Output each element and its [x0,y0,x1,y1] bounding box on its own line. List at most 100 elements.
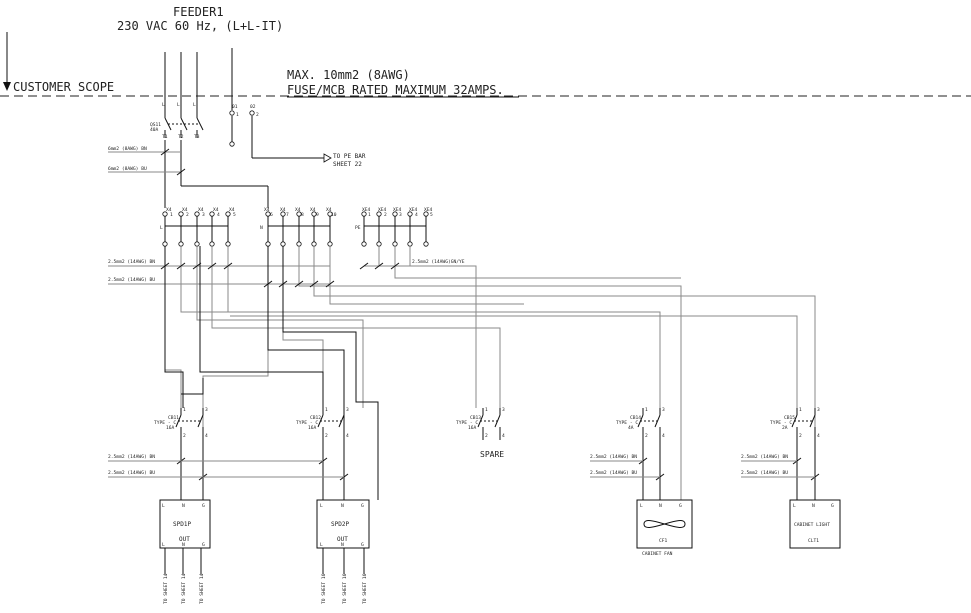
l-terminal-id: X4 [213,207,219,213]
breaker-pin-in: 1 [325,407,328,413]
n-terminal-num: 8 [301,212,304,218]
pe-block-num: 5 [430,212,433,218]
supply-label: 230 VAC 60 Hz, (L+L-IT) [117,19,283,33]
feeder-section: L L L QS11 40A T1 T2 T3 01 02 1 2 [108,48,366,208]
l-terminal-num: 1 [170,212,173,218]
scope-label: CUSTOMER SCOPE [13,80,114,94]
fuse-rating-note: FUSE/MCB RATED MAXIMUM 32AMPS. [287,83,504,97]
breaker-pin-in: 1 [183,407,186,413]
n-terminal-num: 10 [331,212,337,218]
breaker-pin-out: 4 [662,433,665,439]
breaker-type: TYPE - C [154,420,176,426]
main-breaker-terminal-3: T3 [194,134,200,140]
breaker-pin-out: 4 [502,433,505,439]
breaker-pin-in: 3 [662,407,665,413]
breaker-pin-out: 2 [485,433,488,439]
fan-id: CF1 [659,538,668,544]
bus-wire-bu: 2.5mm2 (14AWG) BU [108,277,155,283]
pe-block-num: 3 [399,212,402,218]
breaker-pin-out: 2 [183,433,186,439]
l-terminal-num: 3 [202,212,205,218]
pe-terminal-1: 01 [232,104,238,110]
breaker-rating: 16A [308,425,317,431]
pe-block-id: XE4 [424,207,433,213]
light-pin-l: L [793,503,796,509]
breaker-rating: 16A [166,425,175,431]
fan-caption: CABINET FAN [642,551,673,557]
spd2p-output-ref: TO SHEET 16 [362,573,368,604]
n-terminal-num: 6 [270,212,273,218]
spd1p-out-pin-n: N [182,542,185,548]
l-terminal-row: X4 X4 X4 X4 X4 1 2 3 4 5 [166,207,236,218]
pe-block-num: 1 [368,212,371,218]
breaker-pin-out: 2 [325,433,328,439]
main-breaker-rating: 40A [150,127,159,133]
load-spd2p: L N G SPD2P OUT L N G TO SHEET 16 TO SHE… [316,499,370,604]
spd1p-name: SPD1P [173,521,191,528]
pe-bar-label: TO PE BAR [333,153,366,160]
branch-wire-bu: 2.5mm2 (14AWG) BU [108,470,155,476]
breaker-pin-in: 3 [346,407,349,413]
main-breaker-terminal-2: T2 [178,134,184,140]
spd1p-pin-n: N [182,503,185,509]
pe-terminal-row: XE4 XE4 XE4 XE4 XE4 1 2 3 4 5 [362,207,433,218]
fan-pin-g: G [679,503,682,509]
spd2p-out-pin-n: N [341,542,344,548]
distribution-wiring-dark [164,246,379,500]
branch-wire-bu: 2.5mm2 (14AWG) BU [741,470,788,476]
pe-terminal-num-2: 2 [256,112,259,118]
n-terminal-num: 7 [286,212,289,218]
branch-wire-bn: 2.5mm2 (14AWG) BN [590,454,637,460]
bus-label-pe: PE [355,225,361,231]
breaker-id: CB13 [470,415,481,421]
main-breaker-id: QS11 [150,122,161,128]
pe-block-id: XE4 [409,207,418,213]
feeder-wire-bu: 6mm2 (8AWG) BU [108,166,147,172]
breaker-id: CB15 [784,415,795,421]
branch-wire-bn: 2.5mm2 (14AWG) BN [108,454,155,460]
light-pin-g: G [831,503,834,509]
breaker-type: TYPE - C [296,420,318,426]
feeder-label-3: L [193,102,196,108]
breaker-type: TYPE - C [456,420,478,426]
main-breaker-icon [164,117,204,138]
l-terminal-id: X4 [182,207,188,213]
n-terminal-row: X4 X4 X4 X4 X4 6 7 8 9 10 [264,207,337,218]
scope-arrow-icon [3,32,11,91]
max-cable-note: MAX. 10mm2 (8AWG) [287,68,410,82]
pe-sheet-label: SHEET 22 [333,161,362,168]
bus-wire-pe: 2.5mm2 (14AWG)GN/YE [412,259,465,265]
pe-block-num: 2 [384,212,387,218]
bus-label-n: N [260,225,263,231]
breaker-rating: 2A [782,425,788,431]
feeder-title: FEEDER1 [173,5,224,19]
pe-terminal-2: 02 [250,104,256,110]
breaker-pin-in: 3 [205,407,208,413]
pe-terminal-num-1: 1 [236,112,239,118]
spd2p-pin-g: G [361,503,364,509]
spd1p-pin-g: G [202,503,205,509]
spd1p-out: OUT [179,536,190,543]
load-cabinet-light: L N G CABINET LIGHT CLT1 [789,499,841,549]
terminal-stubs [164,215,427,242]
light-name: CABINET LIGHT [794,522,830,528]
feeder-label-1: L [162,102,165,108]
breaker-pin-in: 1 [485,407,488,413]
bus-wire-bn: 2.5mm2 (14AWG) BN [108,259,155,265]
breaker-type: TYPE - C [616,420,638,426]
spd1p-output-ref: TO SHEET 14 [199,573,205,604]
spd2p-output-ref: TO SHEET 16 [342,573,348,604]
spd1p-out-pin-l: L [162,542,165,548]
pe-block-num: 4 [415,212,418,218]
pe-block-id: XE4 [393,207,402,213]
breaker-id: CB12 [310,415,321,421]
load-cabinet-fan: L N G CF1 CABINET FAN [636,499,693,557]
breaker-pin-out: 2 [799,433,802,439]
light-id: CLT1 [808,538,819,544]
breaker-pin-out: 2 [645,433,648,439]
